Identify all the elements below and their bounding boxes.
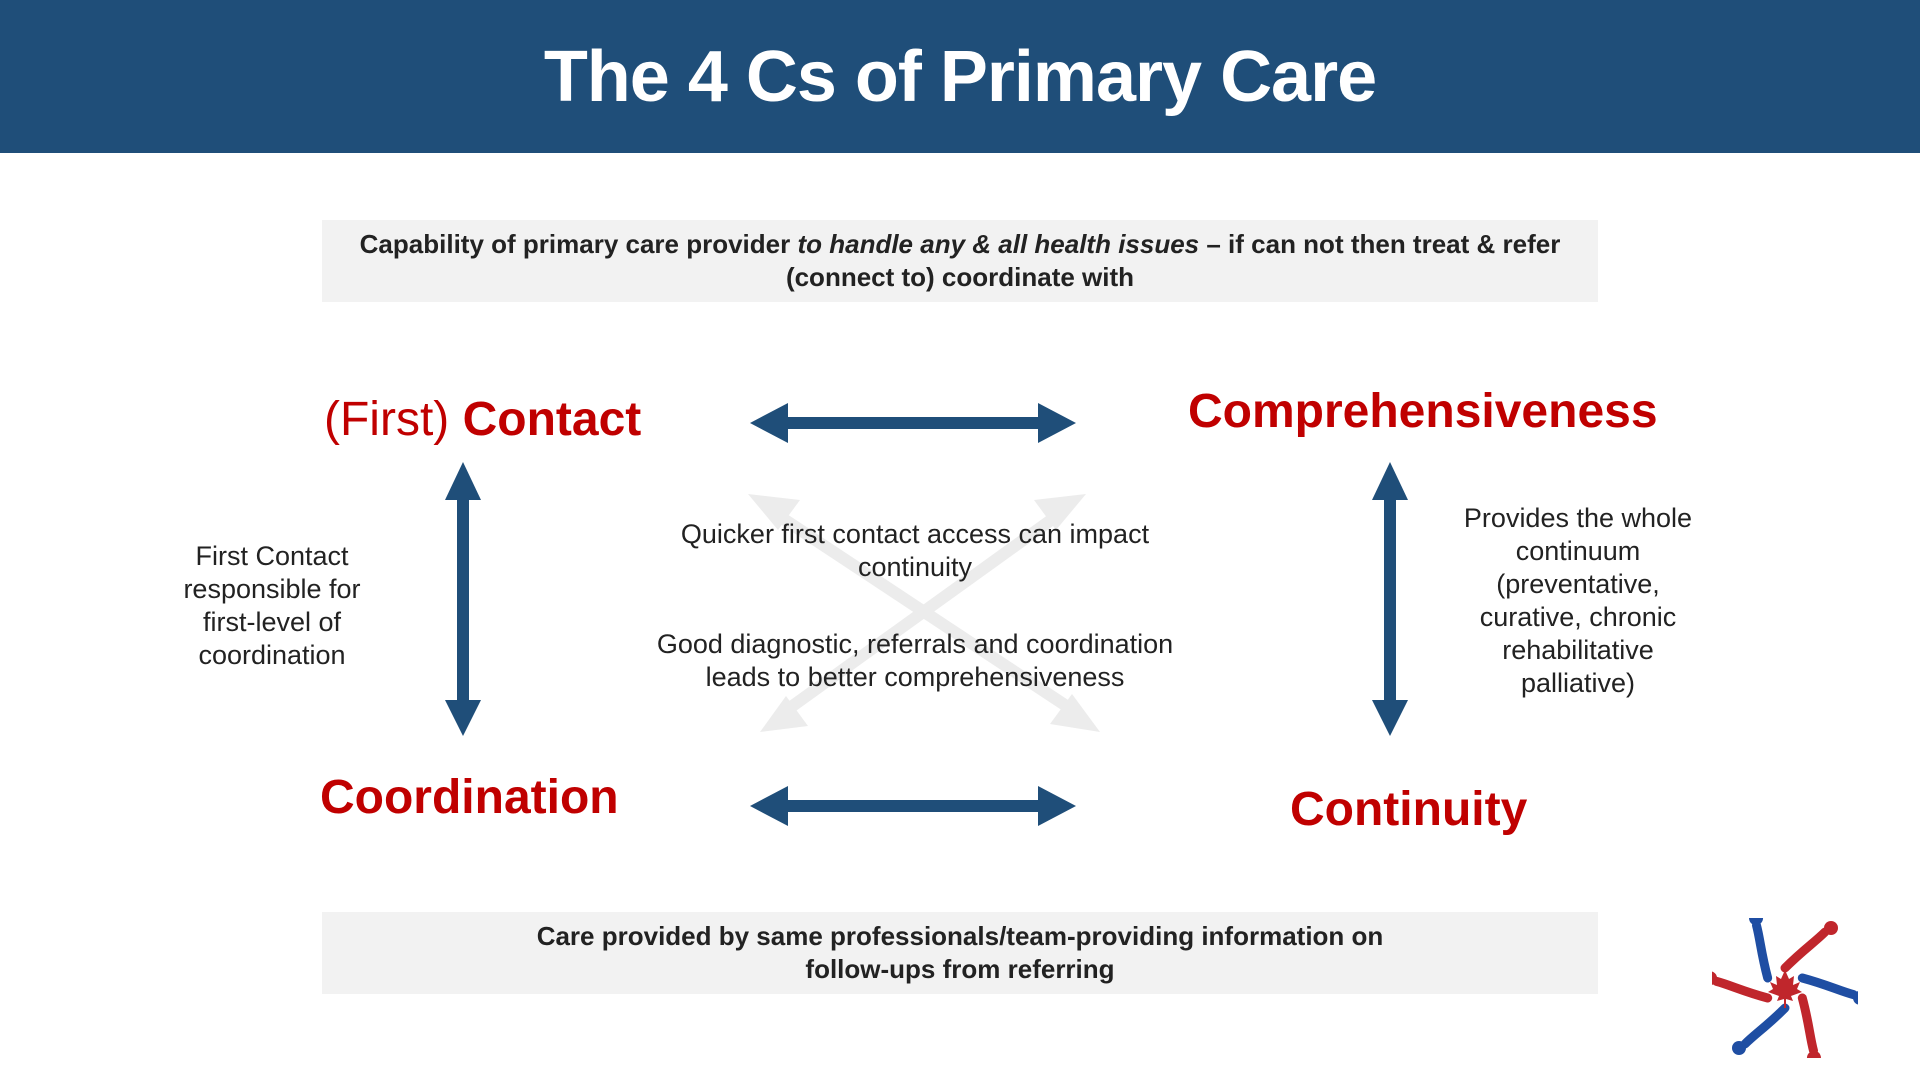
- double-arrow-contact-coordination: [445, 462, 481, 736]
- center-description-line: leads to better comprehensiveness: [705, 662, 1125, 692]
- right-description-line: continuum: [1515, 536, 1641, 566]
- double-arrow-contact-comprehensiveness: [750, 403, 1076, 443]
- right-description: Provides the whole continuum (preventati…: [1430, 502, 1726, 700]
- logo-figures: [1712, 918, 1858, 1058]
- bottom-note: Care provided by same professionals/team…: [322, 912, 1598, 994]
- page-title: The 4 Cs of Primary Care: [543, 36, 1377, 117]
- center-description-line: continuity: [857, 552, 973, 582]
- center-description-access: Quicker first contact access can impact …: [640, 518, 1190, 584]
- right-description-line: rehabilitative: [1502, 635, 1654, 665]
- node-continuity: Continuity: [1290, 783, 1528, 836]
- left-description-line: responsible for: [183, 574, 361, 604]
- left-description-line: first-level of: [202, 607, 342, 637]
- double-arrow-coordination-continuity: [750, 786, 1076, 826]
- node-comprehensiveness: Comprehensiveness: [1188, 385, 1658, 438]
- maple-leaf-people-logo-icon: [1712, 918, 1858, 1058]
- right-description-line: (preventative,: [1496, 569, 1660, 599]
- top-note: Capability of primary care provider to h…: [322, 220, 1598, 302]
- left-description-line: coordination: [198, 640, 346, 670]
- top-note-part-1: Capability of primary care provider: [359, 229, 798, 259]
- node-contact-label: Contact: [462, 393, 642, 446]
- right-description-line: Provides the whole: [1463, 503, 1693, 533]
- right-description-line: palliative): [1520, 668, 1636, 698]
- bottom-note-line: follow-ups from referring: [805, 954, 1115, 984]
- top-note-line-1: Capability of primary care provider to h…: [360, 228, 1561, 261]
- left-description: First Contact responsible for first-leve…: [162, 540, 382, 672]
- title-bar: The 4 Cs of Primary Care: [0, 0, 1920, 153]
- double-arrow-comprehensiveness-continuity: [1372, 462, 1408, 736]
- right-description-line: curative, chronic: [1479, 602, 1677, 632]
- node-contact-prefix: (First): [324, 393, 450, 446]
- faint-cross-arrows: [748, 494, 1100, 732]
- left-description-line: First Contact: [195, 541, 349, 571]
- center-description-line: Quicker first contact access can impact: [680, 519, 1150, 549]
- node-coordination: Coordination: [320, 771, 619, 824]
- top-note-line-2: (connect to) coordinate with: [785, 262, 1135, 292]
- center-description-line: Good diagnostic, referrals and coordinat…: [656, 629, 1174, 659]
- bottom-note-line: Care provided by same professionals/team…: [536, 921, 1384, 951]
- faint-diagonal-arrow-2: [760, 494, 1086, 732]
- node-first-contact: (First) Contact: [324, 392, 641, 447]
- top-note-part-2: – if can not then treat & refer: [1199, 229, 1561, 259]
- center-description-diagnostic: Good diagnostic, referrals and coordinat…: [620, 628, 1210, 694]
- logo-maple-leaf: [1768, 970, 1802, 1008]
- top-note-emphasis: to handle any & all health issues: [797, 229, 1200, 259]
